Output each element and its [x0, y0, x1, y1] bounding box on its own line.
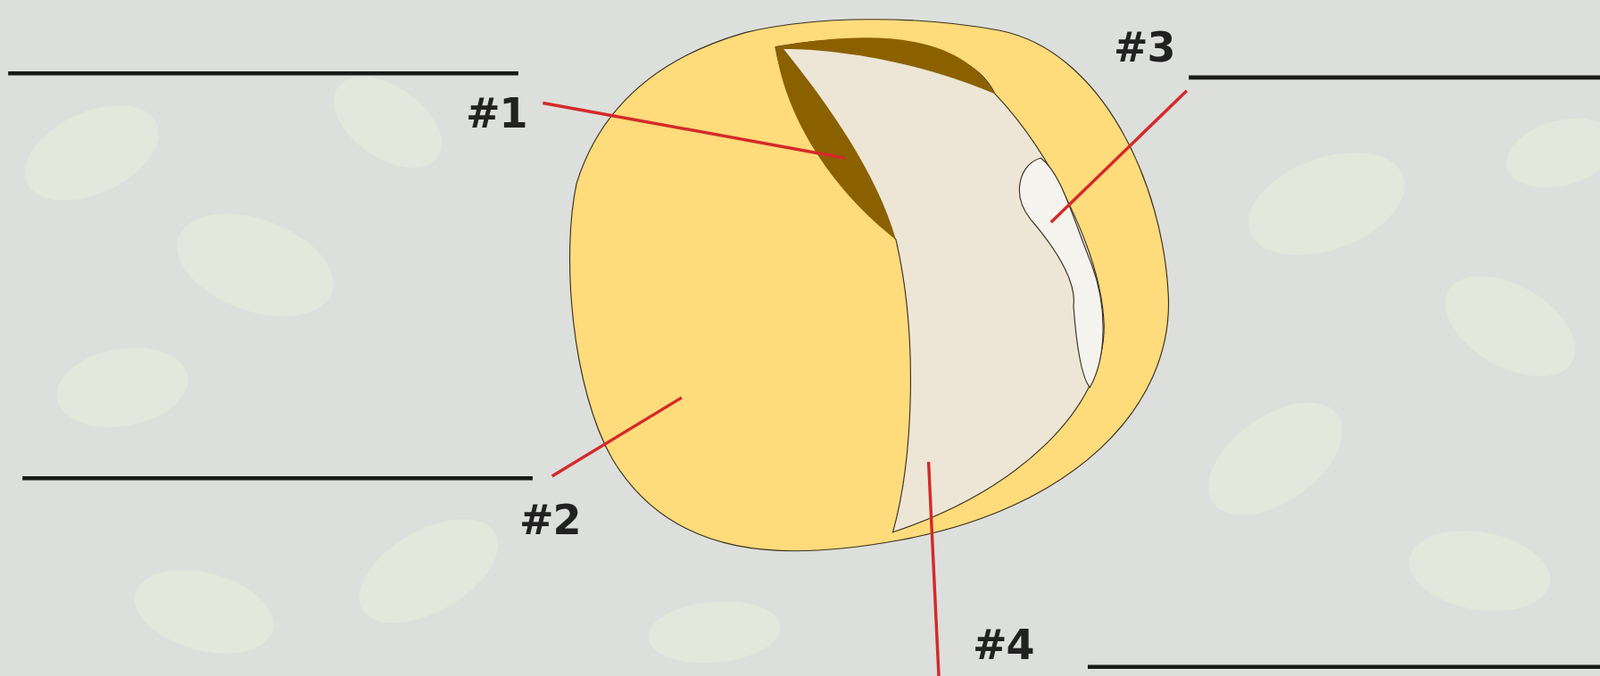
callout-number: #1 — [465, 92, 528, 134]
callout-number: #2 — [519, 499, 581, 541]
callout-number: #4 — [972, 624, 1035, 666]
seed-coat — [570, 19, 1169, 552]
callout-number: #3 — [1113, 26, 1176, 68]
plumule — [1019, 157, 1103, 388]
leader-lines — [542, 91, 1187, 676]
hilum — [775, 37, 995, 240]
answer-lines — [8, 73, 1600, 667]
